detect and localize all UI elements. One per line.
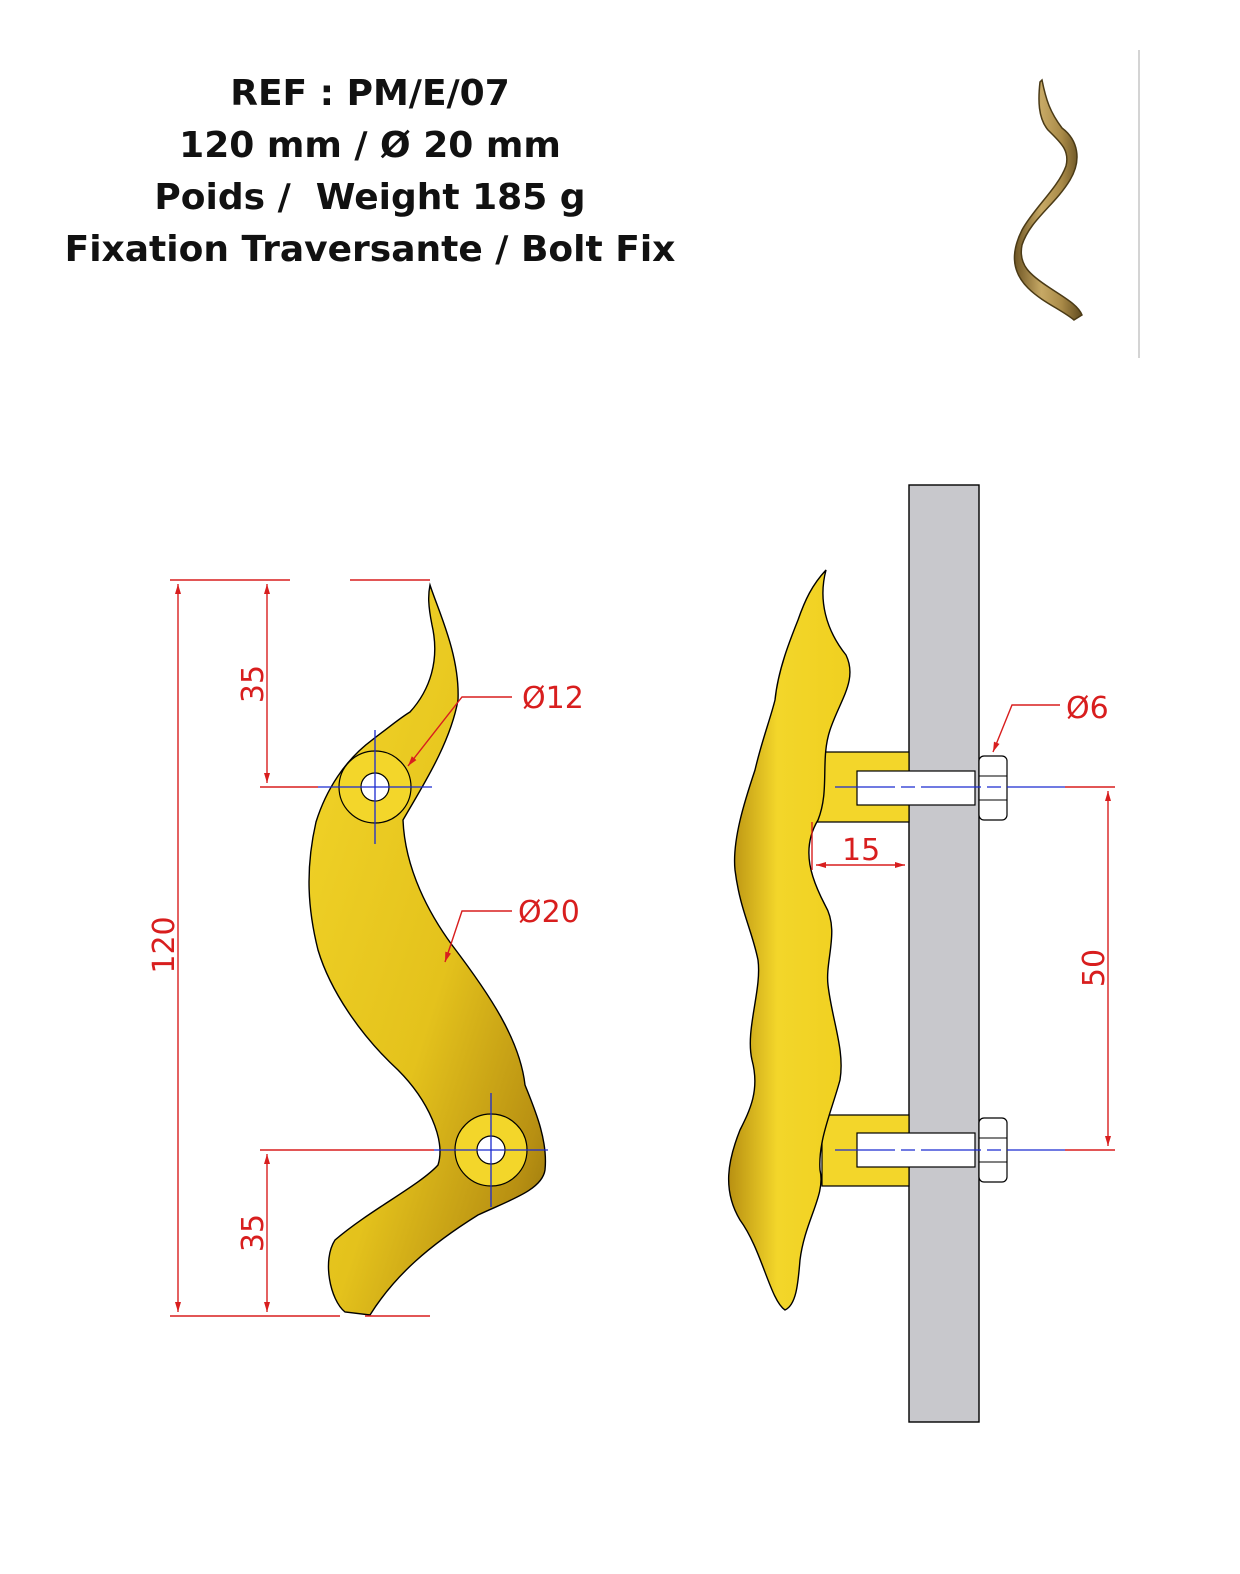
product-photo	[1013, 78, 1083, 321]
dim-bottom-offset: 35	[236, 1214, 271, 1252]
door-panel	[908, 484, 980, 1423]
side-dimensions	[811, 704, 1115, 1151]
dim-hole-diameter: Ø12	[522, 681, 584, 716]
dim-overall-length: 120	[147, 916, 182, 973]
bronze-handle-photo	[1013, 78, 1083, 321]
dim-top-offset: 35	[236, 665, 271, 703]
side-view	[728, 484, 1065, 1423]
front-dimensions	[170, 579, 512, 1317]
dim-body-diameter: Ø20	[518, 895, 580, 930]
front-handle-body	[308, 582, 547, 1316]
dim-bolt-spacing: 50	[1077, 949, 1112, 987]
weight-spec: Poids / Weight 185 g	[154, 177, 586, 218]
side-handle-body	[728, 569, 851, 1311]
separator-line	[1138, 50, 1140, 358]
ref-code: REF : PM/E/07	[230, 73, 510, 114]
front-centerlines	[318, 730, 548, 1207]
side-centerlines	[835, 786, 1065, 1151]
dim-standoff: 15	[842, 833, 880, 868]
fixation-spec: Fixation Traversante / Bolt Fix	[64, 229, 676, 270]
spec-header: REF : PM/E/07 120 mm / Ø 20 mm Poids / W…	[0, 68, 740, 276]
front-view	[308, 582, 548, 1316]
size-spec: 120 mm / Ø 20 mm	[179, 125, 561, 166]
dim-bolt-diameter: Ø6	[1066, 691, 1109, 726]
top-bolt	[856, 755, 1008, 821]
